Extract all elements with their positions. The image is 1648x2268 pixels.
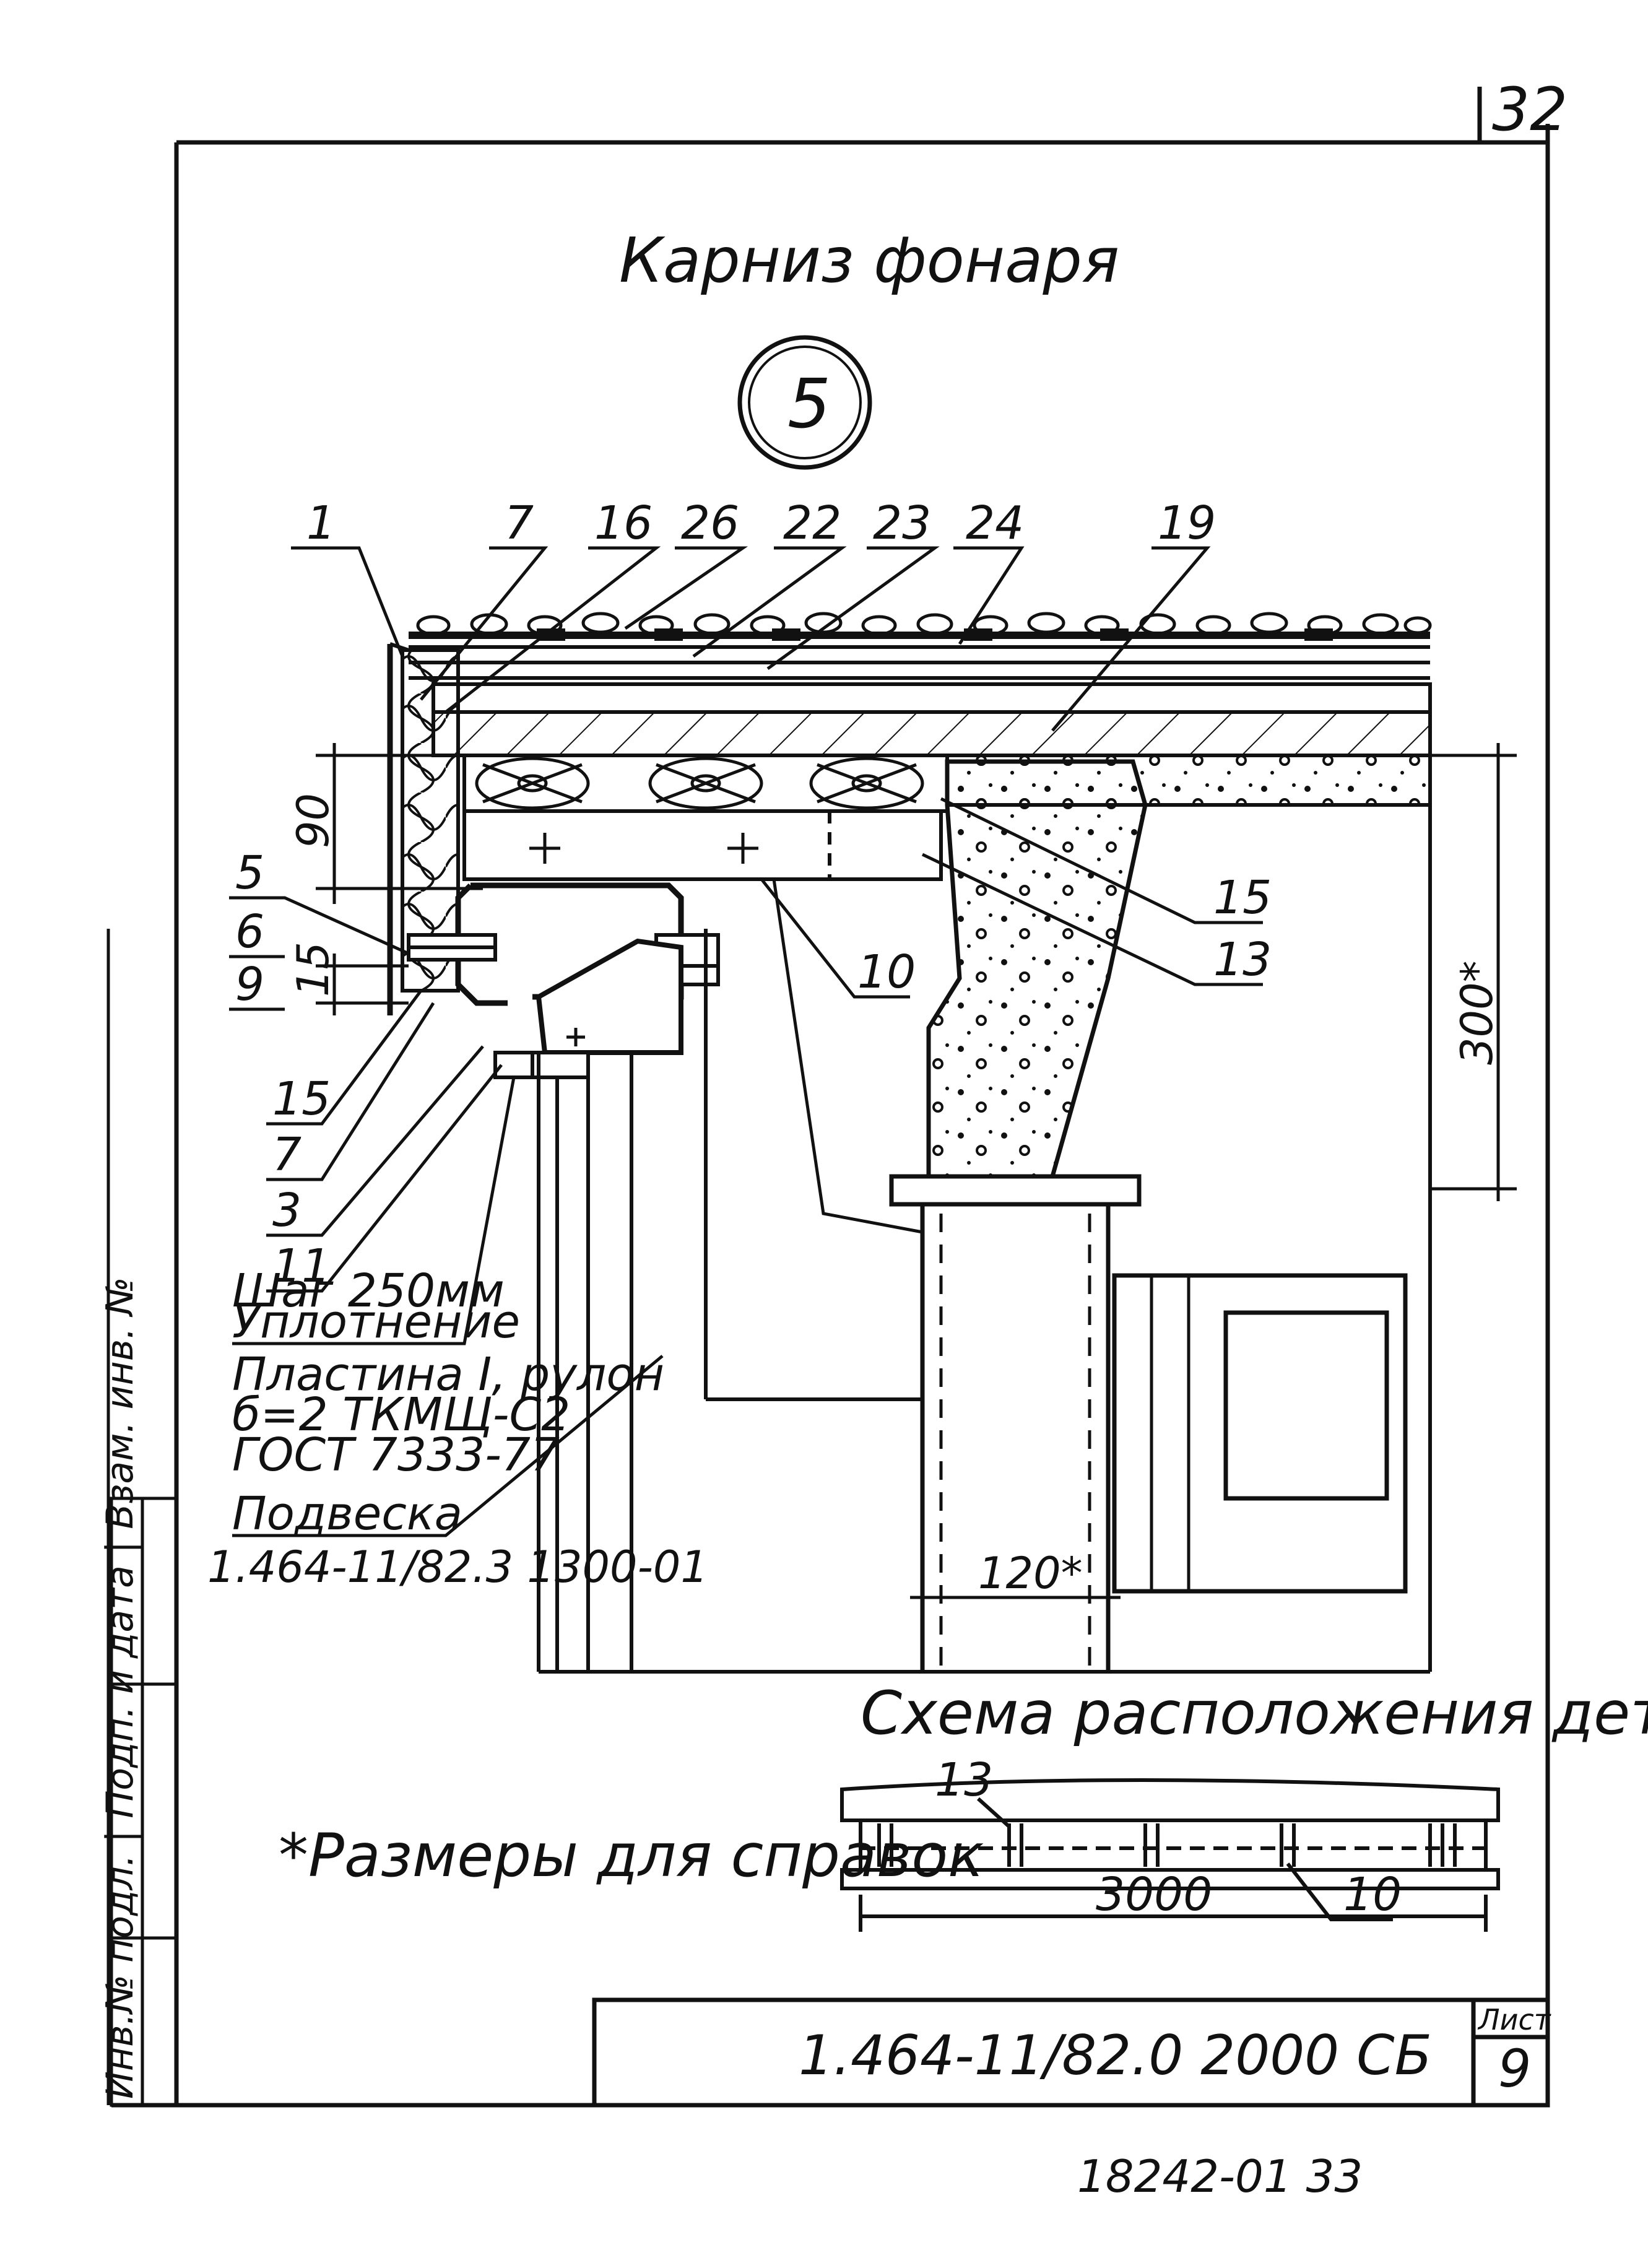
- node-marker: 5: [737, 335, 872, 470]
- callout-23: 23: [873, 497, 931, 550]
- note-hanger-ref: 1.464-11/82.3 1300-01: [207, 1542, 708, 1592]
- dim-300: 300*: [1452, 960, 1503, 1065]
- note-material: б=2 ТКМЩ-С2: [232, 1388, 570, 1441]
- window-frame: [537, 929, 1430, 1674]
- callout-7-top: 7: [505, 497, 534, 550]
- scheme-drawing: [840, 1778, 1500, 1932]
- callout-9: 9: [235, 958, 264, 1011]
- notes-leaders: [232, 1077, 664, 1537]
- note-hanger: Подвеска: [232, 1487, 462, 1540]
- gravel-layer: [409, 612, 1432, 641]
- callout-5: 5: [235, 846, 264, 900]
- side-stamp-text: Инв.№ подл. | Подп. и дата | Взам. инв. …: [98, 1277, 142, 2099]
- callout-13: 13: [1213, 933, 1272, 986]
- sheet-number: 9: [1498, 2038, 1531, 2099]
- callout-22: 22: [783, 497, 841, 550]
- steel-column: [920, 1204, 1111, 1672]
- callout-6: 6: [235, 905, 264, 958]
- sheet-label: Лист: [1477, 2003, 1551, 2036]
- note-seal: Уплотнение: [232, 1295, 520, 1349]
- cornice-section: [387, 612, 1432, 1674]
- callout-24: 24: [966, 497, 1024, 550]
- dim-120: 120*: [978, 1548, 1083, 1599]
- scheme-title: Схема расположения дет. поз.13: [861, 1679, 1648, 1748]
- reference-note: *Размеры для справок: [279, 1821, 984, 1890]
- page-number: 32: [1492, 75, 1568, 144]
- scheme-label-13: 13: [935, 1753, 993, 1807]
- note-step: Шаг 250мм: [232, 1264, 505, 1318]
- designation: 1.464-11/82.0 2000 СБ: [799, 2023, 1432, 2087]
- callout-16: 16: [594, 497, 653, 550]
- dim-90: 90: [288, 793, 339, 848]
- callout-leaders-right: [760, 797, 1263, 1234]
- title-block: [592, 1997, 1550, 2108]
- drawing-title: Карниз фонаря: [619, 224, 1119, 297]
- archive-number: 18242-01 33: [1077, 2150, 1363, 2202]
- node-number: 5: [787, 364, 831, 443]
- scheme-label-10: 10: [1343, 1868, 1402, 1921]
- dim-3000: 3000: [1096, 1868, 1212, 1921]
- callout-11: 11: [272, 1240, 331, 1293]
- callout-15-left: 15: [272, 1072, 331, 1126]
- callout-leaders-top: [291, 546, 1211, 732]
- dim-15: 15: [288, 942, 339, 997]
- callout-15-right: 15: [1213, 871, 1272, 924]
- callout-10: 10: [857, 945, 916, 999]
- callout-1: 1: [306, 497, 336, 550]
- note-gost: ГОСТ 7333-77: [232, 1428, 560, 1482]
- callout-3: 3: [272, 1184, 301, 1237]
- side-stamp: [110, 1497, 178, 2107]
- dimension-lines: [316, 743, 1517, 1610]
- callout-7-left: 7: [272, 1128, 301, 1181]
- callout-leaders-left: [229, 896, 503, 1293]
- note-plate: Пластина I, рулон: [232, 1348, 664, 1401]
- callout-26: 26: [681, 497, 739, 550]
- callout-19: 19: [1158, 497, 1216, 550]
